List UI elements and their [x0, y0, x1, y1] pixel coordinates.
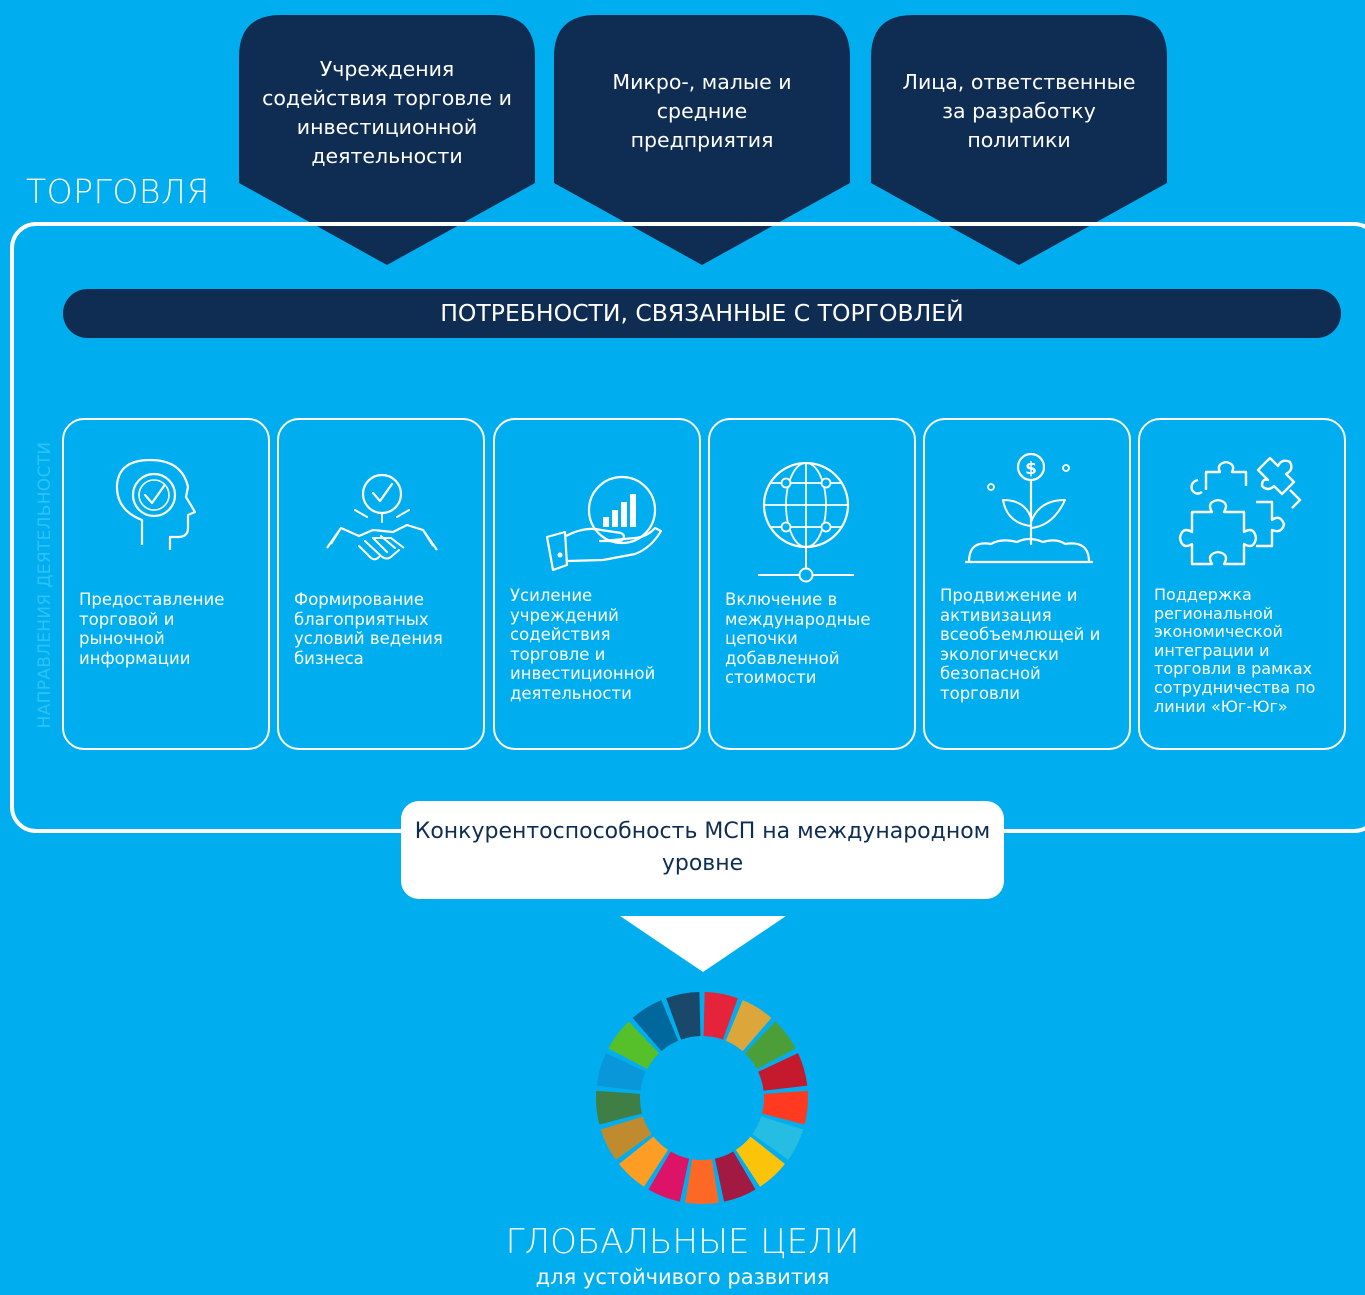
sdg-segment [666, 992, 701, 1040]
card-label: Формирование благоприятных условий веден… [294, 590, 443, 668]
stakeholder-label: Микро-, малые и средние предприятия [612, 70, 792, 152]
sdg-segment [725, 1000, 772, 1052]
card-value-chains: Включение в международные цепочки добавл… [708, 418, 916, 750]
sdg-segment [619, 1136, 669, 1187]
sdg-segment [685, 1159, 719, 1205]
head-check-icon [115, 458, 197, 550]
sdg-segment [758, 1053, 808, 1091]
stakeholder-label: Учреждения содействия торговле и инвести… [262, 57, 512, 168]
card-label: Поддержка региональной экономической инт… [1154, 585, 1316, 716]
vertical-label: НАПРАВЛЕНИЯ ДЕЯТЕЛЬНОСТИ [35, 441, 55, 729]
plant-dollar-icon: $ [965, 452, 1093, 564]
card-label: Усиление учреждений содействия торговле … [510, 586, 656, 703]
sdg-wheel-icon [595, 992, 809, 1205]
card-regional-integration: Поддержка региональной экономической инт… [1138, 418, 1346, 750]
stakeholder-label: Лица, ответственные за разработку полити… [902, 70, 1136, 152]
svg-text:$: $ [1025, 459, 1037, 479]
sdg-segment [714, 1151, 756, 1202]
sdg-segment [762, 1090, 809, 1125]
trade-title: ТОРГОВЛЯ [26, 172, 210, 211]
card-trade-information: Предоставление торговой и рыночной инфор… [62, 418, 270, 750]
card-business-environment: Формирование благоприятных условий веден… [277, 418, 485, 750]
card-label: Продвижение и активизация всеобъемлющей … [940, 586, 1101, 703]
global-goals-subtitle: для устойчивого развития [535, 1265, 830, 1289]
global-goals-title: ГЛОБАЛЬНЫЕ ЦЕЛИ [505, 1222, 860, 1262]
sdg-segment [752, 1116, 804, 1160]
sdg-segment [608, 1021, 660, 1069]
card-label: Предоставление торговой и рыночной инфор… [79, 590, 225, 668]
down-arrow-icon [620, 916, 786, 972]
globe-network-icon [758, 461, 854, 583]
puzzle-pieces-icon [1178, 456, 1302, 566]
card-label: Включение в международные цепочки добавл… [725, 590, 871, 687]
sdg-segment [595, 1090, 642, 1125]
sdg-segment [744, 1021, 796, 1069]
sdg-segment [648, 1151, 690, 1202]
card-green-trade: $ Продвижение и активизация всеобъемлюще… [923, 418, 1131, 750]
stakeholder-policymakers: Лица, ответственные за разработку полити… [871, 15, 1167, 265]
hand-growth-chart-icon [545, 475, 663, 572]
sdg-segment [735, 1136, 785, 1187]
card-tisi-strengthening: Усиление учреждений содействия торговле … [493, 418, 701, 750]
handshake-check-icon [326, 473, 438, 561]
sdg-segment [596, 1053, 646, 1091]
sdg-segment [703, 992, 738, 1040]
stakeholder-trade-institutions: Учреждения содействия торговле и инвести… [239, 15, 535, 265]
sdg-segment [600, 1116, 652, 1160]
sdg-segment [632, 1000, 679, 1052]
stakeholder-msme: Микро-, малые и средние предприятия [554, 15, 850, 265]
trade-needs-bar: ПОТРЕБНОСТИ, СВЯЗАННЫЕ С ТОРГОВЛЕЙ [63, 289, 1341, 338]
sme-competitiveness-box: Конкурентоспособность МСП на международн… [401, 801, 1004, 899]
